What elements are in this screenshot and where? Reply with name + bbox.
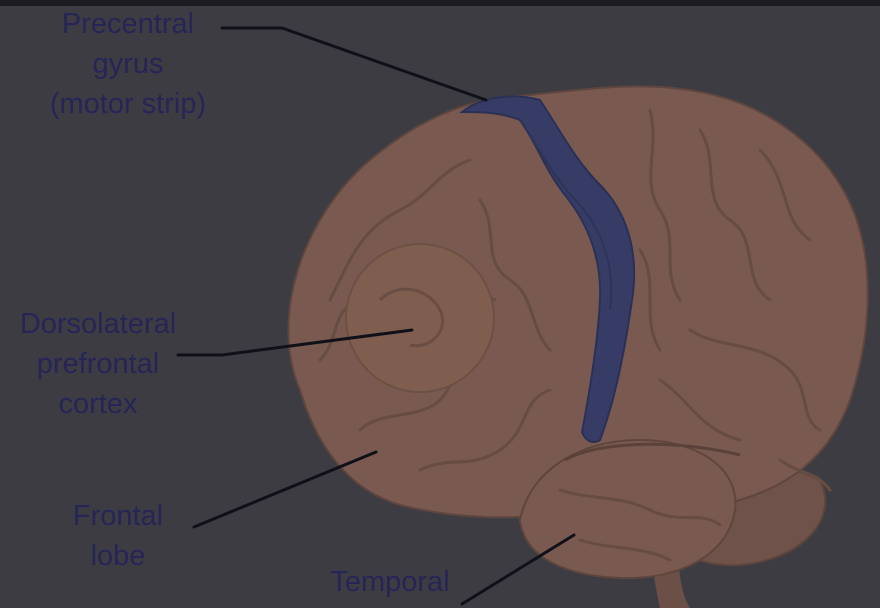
temporal-leader [462,535,574,604]
dlpfc-label-line-2: prefrontal [0,344,196,384]
frontal-label-line-2: lobe [58,536,178,576]
dlpfc-label-line-1: Dorsolateral [0,304,196,344]
temporal-label-line-1: Temporal [308,562,472,602]
precentral-label-line-3: (motor strip) [30,84,226,124]
dlpfc-label: Dorsolateral prefrontal cortex [0,304,196,424]
precentral-label-line-1: Precentral [30,4,226,44]
precentral-gyrus-label: Precentral gyrus (motor strip) [30,4,226,124]
precentral-leader [222,28,486,100]
temporal-lobe-label: Temporal [308,562,472,602]
dlpfc-region [346,244,494,392]
frontal-lobe-label: Frontal lobe [58,496,178,576]
precentral-label-line-2: gyrus [30,44,226,84]
frontal-label-line-1: Frontal [58,496,178,536]
frontal-leader [194,452,376,527]
dlpfc-label-line-3: cortex [0,384,196,424]
